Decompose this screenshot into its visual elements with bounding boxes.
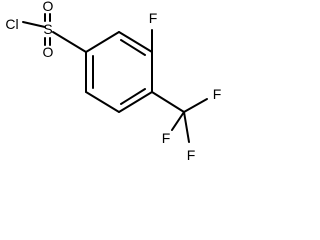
atom-label-sulfur: S bbox=[43, 21, 52, 37]
carbon-fluorine-bond bbox=[183, 98, 208, 113]
chemical-structure: Cl S O O F F F F bbox=[5, 0, 222, 163]
ring-bond bbox=[118, 91, 153, 113]
ring-double-bond-inner bbox=[120, 39, 146, 56]
ring-carbon-bond bbox=[151, 91, 185, 113]
ring-sulfur-bond bbox=[52, 31, 87, 53]
carbon-fluorine-bond bbox=[183, 111, 190, 143]
trifluoromethyl-group: F F F bbox=[151, 86, 222, 163]
ring-bond bbox=[85, 91, 120, 113]
ring-double-bond-inner bbox=[120, 88, 146, 105]
sulfonyl-chloride-group: Cl S O O bbox=[5, 0, 87, 60]
atom-label-oxygen-top: O bbox=[43, 0, 54, 14]
atom-label-oxygen-bottom: O bbox=[43, 44, 54, 60]
sulfur-chlorine-bond bbox=[22, 21, 46, 28]
atom-label-fluorine: F bbox=[162, 130, 171, 146]
atom-label-fluorine: F bbox=[213, 86, 222, 102]
atom-label-fluorine: F bbox=[187, 147, 196, 163]
atom-label-chlorine: Cl bbox=[5, 16, 18, 32]
atom-label-fluorine: F bbox=[149, 10, 158, 26]
ring-bond bbox=[118, 31, 153, 53]
carbon-fluorine-bond bbox=[171, 111, 185, 131]
benzene-ring bbox=[85, 31, 153, 113]
ring-bond bbox=[85, 31, 120, 53]
ring-fluorine-substituent: F bbox=[149, 10, 158, 53]
